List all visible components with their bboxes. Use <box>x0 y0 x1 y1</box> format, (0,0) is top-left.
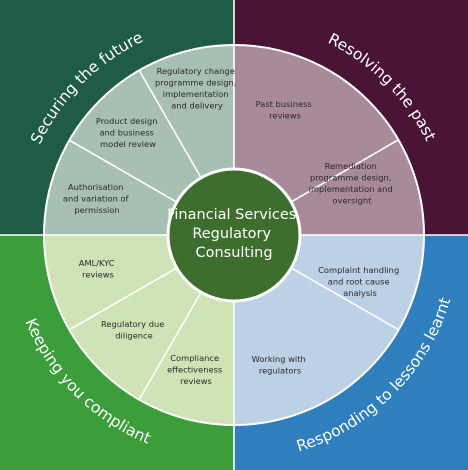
item-compliance-effectiveness: Compliance effectiveness reviews <box>167 353 225 386</box>
item-line: programme design, <box>310 173 391 183</box>
item-line: implementation <box>163 89 229 99</box>
item-product-design: Product design and business model review <box>96 116 160 149</box>
item-line: permission <box>74 205 119 215</box>
item-aml-kyc: AML/KYC reviews <box>79 258 117 280</box>
center-title-line: Consulting <box>195 245 272 261</box>
item-line: Regulatory due <box>101 319 164 329</box>
item-line: programme design, <box>155 78 236 88</box>
item-line: AML/KYC <box>79 258 115 268</box>
item-line: and variation of <box>63 194 130 204</box>
item-line: oversight <box>333 196 373 206</box>
item-line: Product design <box>96 116 158 126</box>
item-line: and delivery <box>171 101 223 111</box>
item-line: analysis <box>343 288 377 298</box>
item-remediation: Remediation programme design, implementa… <box>309 161 396 206</box>
item-line: regulators <box>259 366 301 376</box>
item-line: model review <box>100 139 156 149</box>
center-title-line: Regulatory <box>192 226 271 242</box>
item-line: Complaint handling <box>318 265 399 275</box>
item-line: reviews <box>82 270 114 280</box>
item-due-diligence: Regulatory due diligence <box>101 319 167 341</box>
item-line: Remediation <box>325 161 377 171</box>
item-line: and root cause <box>328 277 390 287</box>
item-line: Authorisation <box>68 182 124 192</box>
item-line: Compliance <box>170 353 219 363</box>
item-regulatory-change: Regulatory change programme design, impl… <box>155 66 239 111</box>
item-line: effectiveness <box>167 365 222 375</box>
item-authorisation: Authorisation and variation of permissio… <box>63 182 131 215</box>
item-line: Regulatory change <box>157 66 235 76</box>
center-title-line: Financial Services <box>167 207 296 223</box>
center-hub <box>166 167 302 303</box>
center-title: Financial Services Regulatory Consulting <box>167 207 301 261</box>
item-line: implementation and <box>309 184 393 194</box>
item-line: Working with <box>252 354 306 364</box>
item-complaint-handling: Complaint handling and root cause analys… <box>318 265 402 298</box>
item-line: and business <box>99 128 153 138</box>
item-working-regulators: Working with regulators <box>252 354 309 376</box>
item-past-business: Past business reviews <box>256 99 315 121</box>
item-line: reviews <box>180 376 212 386</box>
item-line: reviews <box>269 111 301 121</box>
item-line: Past business <box>256 99 312 109</box>
item-line: diligence <box>115 331 152 341</box>
